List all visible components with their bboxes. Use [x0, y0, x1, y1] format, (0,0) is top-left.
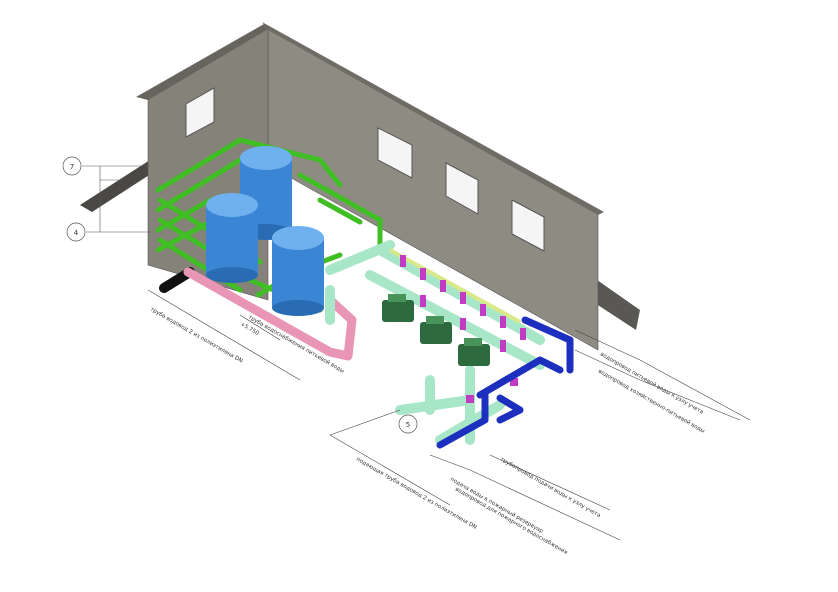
back-wall-top [262, 22, 604, 215]
axis-bubble-4: 4 [66, 222, 86, 242]
pump-2 [420, 316, 452, 344]
left-wall-top [136, 24, 270, 100]
blue-pipe [436, 316, 574, 449]
tank-3 [272, 226, 324, 316]
svg-text:5: 5 [406, 421, 410, 429]
pink-pipe [183, 267, 357, 361]
inlet-pipe-label: труба водовод 2 из полиэтилена DN [149, 307, 244, 365]
leader-lines [147, 289, 751, 541]
window-1 [377, 127, 413, 179]
pump-1 [382, 294, 414, 322]
tank-2 [206, 193, 258, 283]
window-3 [511, 199, 545, 252]
manifold-highlight [389, 248, 521, 324]
svg-text:4: 4 [74, 229, 79, 237]
pump-3 [458, 338, 490, 366]
valve-rings [400, 255, 526, 403]
mid-pipe-label: подача воды в пожарный резервуар [449, 476, 545, 535]
axis-bubble-5: 5 [398, 414, 418, 434]
window-left [185, 87, 215, 138]
blue-pipe-label-1: трубопровод подачи воды к узлу учета [499, 457, 601, 520]
window-2 [445, 162, 479, 215]
axis-bubble-7: 7 [62, 156, 82, 176]
svg-text:7: 7 [70, 163, 74, 171]
